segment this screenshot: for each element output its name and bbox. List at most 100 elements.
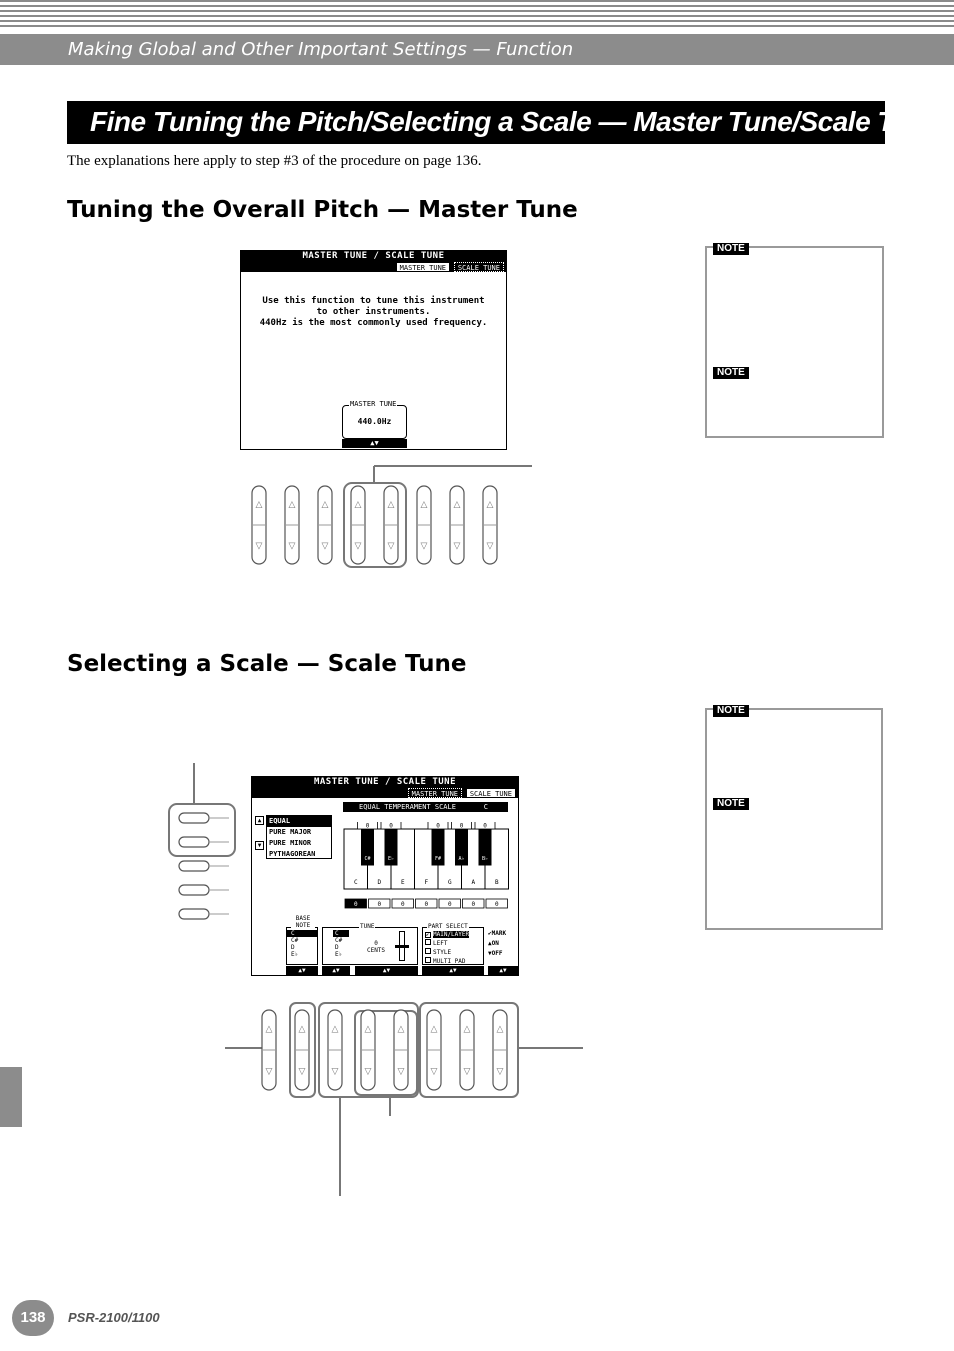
arrow-button[interactable]: ▲▼	[422, 966, 484, 975]
up-arrow-icon: △	[421, 500, 428, 510]
down-arrow-icon: ▽	[431, 1067, 438, 1077]
panel-updown-button[interactable]: △▽	[251, 485, 267, 565]
panel-updown-button[interactable]: △▽	[492, 1009, 508, 1091]
panel-updown-button[interactable]: △▽	[317, 485, 333, 565]
up-arrow-icon: △	[464, 1025, 471, 1035]
panel-updown-button[interactable]: △▽	[393, 1009, 409, 1091]
callout-highlight	[354, 1010, 418, 1096]
down-arrow-icon: ▽	[487, 541, 494, 551]
panel-updown-button[interactable]: △▽	[350, 485, 366, 565]
panel-updown-button[interactable]: △▽	[482, 485, 498, 565]
panel-updown-button[interactable]: △▽	[383, 485, 399, 565]
black-key-value: 0	[366, 823, 370, 830]
up-arrow-icon: △	[266, 1025, 273, 1035]
panel-updown-button[interactable]: △▽	[426, 1009, 442, 1091]
scale-down-arrow[interactable]: ▼	[255, 841, 264, 850]
base-note-box[interactable]: BASE NOTE C C# D E♭	[286, 915, 318, 965]
part-item[interactable]: LEFT	[425, 939, 483, 948]
part-label: MAIN/LAYER	[433, 931, 470, 938]
down-arrow-icon: ▽	[398, 1067, 405, 1077]
down-arrow-icon: ▽	[355, 541, 362, 551]
lcd-side-button[interactable]	[178, 860, 229, 872]
lcd-side-button[interactable]	[178, 836, 229, 848]
scale-list-item[interactable]: PURE MINOR	[269, 839, 312, 847]
lcd-tab-row: MASTER TUNE SCALE TUNE	[252, 788, 518, 798]
up-arrow-icon: △	[299, 1025, 306, 1035]
black-key-value-box	[427, 822, 449, 830]
lcd-message-line: Use this function to tune this instrumen…	[262, 296, 485, 306]
arrow-button[interactable]: ▲▼	[322, 966, 350, 975]
tab-scale-tune[interactable]: SCALE TUNE	[465, 788, 516, 798]
scale-list: EQUAL PURE MAJOR PURE MINOR PYTHAGOREAN	[266, 815, 332, 859]
base-note-option: E♭	[291, 951, 299, 958]
down-arrow-icon: ▽	[454, 541, 461, 551]
panel-updown-button[interactable]: △▽	[459, 1009, 475, 1091]
tune-slider-handle[interactable]	[395, 945, 409, 948]
note-box-1: NOTE NOTE	[705, 243, 884, 438]
panel-updown-button[interactable]: △▽	[294, 1009, 310, 1091]
tab-master-tune[interactable]: MASTER TUNE	[395, 262, 450, 272]
scale-list-item[interactable]: PURE MAJOR	[269, 828, 312, 836]
tune-box[interactable]: TUNE C C# D E♭ 0 CENTS	[322, 923, 418, 965]
white-key-value-box	[415, 898, 438, 909]
white-key-label: F	[424, 879, 428, 886]
scale-list-item[interactable]: PYTHAGOREAN	[269, 850, 316, 858]
tab-master-tune[interactable]: MASTER TUNE	[407, 788, 462, 798]
scale-list-item-selected[interactable]: EQUAL	[267, 816, 331, 827]
master-tune-value: 440.0Hz	[357, 417, 392, 426]
tab-scale-tune[interactable]: SCALE TUNE	[453, 262, 504, 272]
up-arrow-icon: △	[388, 500, 395, 510]
white-key-value: 0	[377, 901, 381, 908]
scale-up-arrow[interactable]: ▲	[255, 816, 264, 825]
base-note-option: D	[291, 944, 295, 951]
part-select-label: PART SELECT	[427, 923, 469, 931]
panel-updown-button[interactable]: △▽	[416, 485, 432, 565]
tune-note-option: C#	[335, 937, 343, 944]
black-key-label: A♭	[458, 856, 464, 862]
white-key-value-box	[344, 898, 367, 909]
arrow-button[interactable]: ▲▼	[488, 966, 518, 975]
up-arrow-icon: △	[365, 1025, 372, 1035]
part-item[interactable]: ✔MAIN/LAYER	[425, 931, 483, 939]
scale-key: C	[483, 803, 488, 811]
down-arrow-icon: ▽	[256, 541, 263, 551]
scale-name-bar: EQUAL TEMPERAMENT SCALE C	[343, 802, 508, 812]
page-number: 138	[12, 1300, 54, 1336]
panel-updown-button[interactable]: △▽	[261, 1009, 277, 1091]
white-key-value: 0	[401, 901, 405, 908]
white-key-label: B	[495, 879, 499, 886]
panel-updown-button[interactable]: △▽	[360, 1009, 376, 1091]
panel-buttons-left-column	[168, 763, 236, 920]
white-key-value-box	[462, 898, 485, 909]
callout-highlight	[289, 1002, 316, 1098]
panel-updown-button[interactable]: △▽	[284, 485, 300, 565]
black-key-label: C#	[364, 856, 370, 862]
up-arrow-icon: △	[256, 500, 263, 510]
checkbox-checked[interactable]: ✔	[425, 932, 431, 938]
arrow-button[interactable]: ▲▼	[286, 966, 318, 975]
panel-updown-button[interactable]: △▽	[327, 1009, 343, 1091]
callout-highlight	[419, 1002, 519, 1098]
white-key-value: 0	[424, 901, 428, 908]
checkbox[interactable]	[425, 957, 431, 963]
arrow-button[interactable]: ▲▼	[355, 966, 418, 975]
tune-label: TUNE	[359, 923, 376, 930]
part-item[interactable]: STYLE	[425, 948, 483, 957]
part-item[interactable]: MULTI PAD	[425, 957, 483, 966]
down-arrow-icon: ▽	[299, 1067, 306, 1077]
panel-updown-button[interactable]: △▽	[449, 485, 465, 565]
checkbox[interactable]	[425, 939, 431, 945]
lcd-side-button[interactable]	[178, 812, 229, 824]
tune-note-selected: C	[333, 930, 349, 937]
master-tune-param-label: MASTER TUNE	[349, 400, 398, 408]
lcd-side-button[interactable]	[178, 884, 229, 896]
checkbox[interactable]	[425, 948, 431, 954]
master-tune-param-box[interactable]: MASTER TUNE 440.0Hz	[342, 400, 407, 439]
part-select-box[interactable]: PART SELECT ✔MAIN/LAYER LEFT STYLE MULTI…	[422, 923, 484, 966]
page-title: Fine Tuning the Pitch/Selecting a Scale …	[90, 106, 942, 137]
down-arrow-icon: ▽	[322, 541, 329, 551]
lcd-side-button[interactable]	[178, 908, 229, 920]
up-arrow-icon: △	[487, 500, 494, 510]
master-tune-arrow-button[interactable]: ▲▼	[342, 439, 407, 448]
